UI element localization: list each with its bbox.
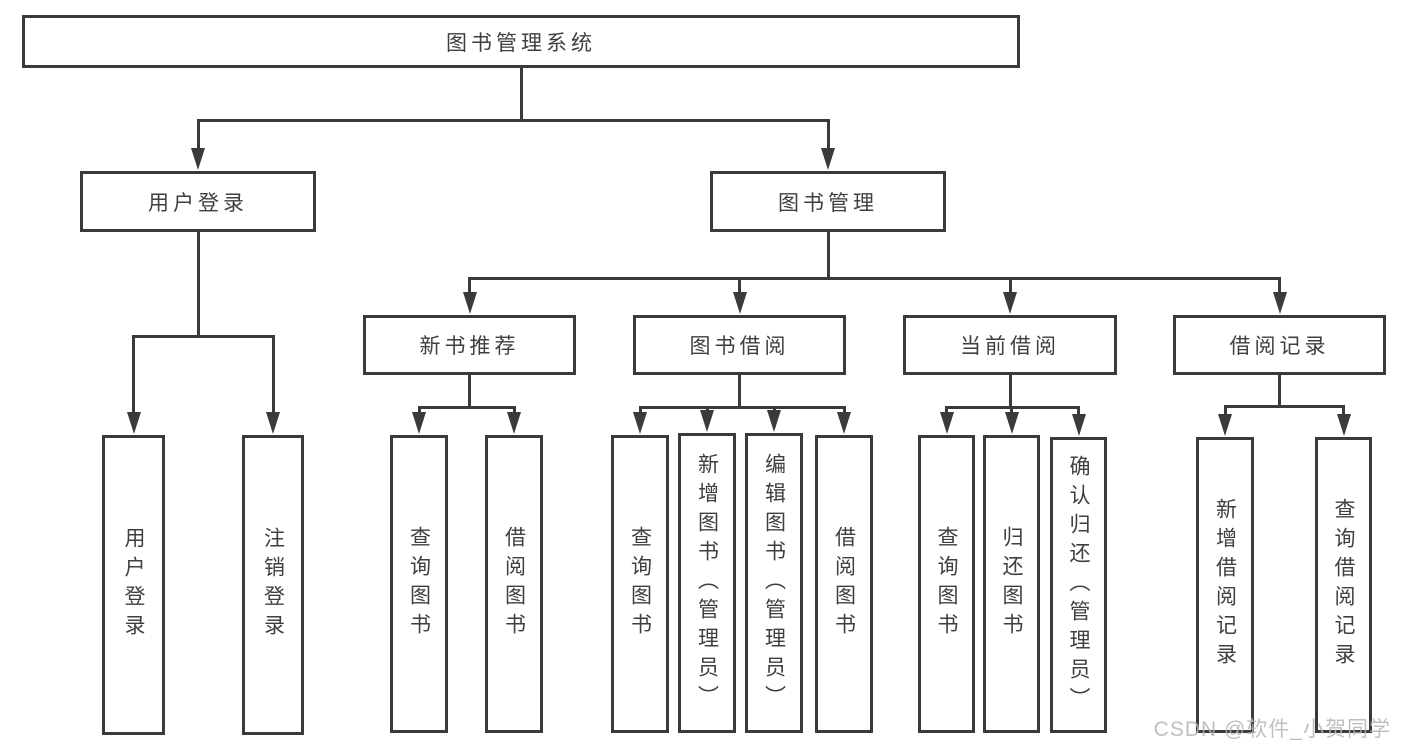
connector-stem-book-borrowing	[738, 375, 741, 409]
node-current-borrowing: 当前借阅	[903, 315, 1117, 375]
node-query-books-1: 查询图书	[390, 435, 448, 733]
node-add-books-admin: 新增图书（管理员）	[678, 433, 736, 733]
node-return-books: 归还图书	[983, 435, 1040, 733]
connector-rail-root	[196, 118, 830, 122]
connector-rail-book-borrowing	[638, 405, 846, 409]
connector-drop-user-login	[196, 120, 200, 153]
arrow-down-icon	[1218, 414, 1232, 436]
connector-drop-borrowing-records	[1278, 278, 1281, 297]
connector-rail-new-book-recommend	[417, 405, 516, 409]
node-book-borrowing: 图书借阅	[633, 315, 846, 375]
connector-stem-current-borrowing	[1008, 375, 1012, 409]
arrow-down-icon	[767, 410, 781, 432]
node-user-login: 用户登录	[80, 171, 316, 232]
connector-drop-logout	[271, 336, 275, 417]
node-query-books-2: 查询图书	[611, 435, 669, 733]
arrow-down-icon	[700, 410, 714, 432]
connector-drop-add-borrow-record	[1223, 406, 1227, 419]
arrow-down-icon	[1071, 414, 1086, 436]
connector-drop-book-management	[826, 120, 830, 153]
node-book-management: 图书管理	[710, 171, 946, 232]
connector-rail-user-login	[132, 334, 275, 338]
node-confirm-return-admin: 确认归还（管理员）	[1050, 437, 1107, 733]
arrow-down-icon	[821, 148, 835, 170]
node-new-book-recommend: 新书推荐	[363, 315, 576, 375]
connector-drop-login-user	[132, 336, 135, 417]
connector-stem-borrowing-records	[1278, 375, 1281, 408]
arrow-down-icon	[126, 412, 141, 434]
connector-stem-book-management	[826, 232, 830, 280]
connector-stem-new-book-recommend	[468, 375, 471, 409]
node-logout: 注销登录	[242, 435, 304, 735]
node-borrowing-records: 借阅记录	[1173, 315, 1386, 375]
node-add-borrow-record: 新增借阅记录	[1196, 437, 1254, 733]
connector-drop-query-borrow-record	[1342, 406, 1345, 419]
csdn-watermark: CSDN @软件_小贺同学	[1153, 718, 1391, 741]
connector-drop-new-book-recommend	[468, 278, 471, 297]
arrow-down-icon	[1003, 292, 1017, 314]
arrow-down-icon	[191, 148, 205, 170]
arrow-down-icon	[266, 412, 280, 434]
node-query-books-3: 查询图书	[918, 435, 975, 733]
connector-drop-confirm-return-admin	[1077, 407, 1080, 419]
arrow-down-icon	[412, 412, 426, 434]
node-root: 图书管理系统	[22, 15, 1020, 68]
arrow-down-icon	[939, 412, 954, 434]
node-query-borrow-record: 查询借阅记录	[1315, 437, 1372, 733]
arrow-down-icon	[462, 292, 477, 314]
connector-drop-book-borrowing	[738, 278, 741, 297]
connector-stem-root	[519, 68, 523, 122]
connector-stem-user-login	[196, 232, 200, 338]
node-edit-books-admin: 编辑图书（管理员）	[745, 433, 803, 733]
node-login-user: 用户登录	[102, 435, 165, 735]
arrow-down-icon	[507, 412, 521, 434]
node-borrow-books-2: 借阅图书	[815, 435, 873, 733]
connector-drop-current-borrowing	[1008, 278, 1012, 297]
arrow-down-icon	[837, 412, 851, 434]
node-borrow-books-1: 借阅图书	[485, 435, 543, 733]
connector-rail-book-management	[468, 276, 1281, 280]
arrow-down-icon	[633, 412, 647, 434]
arrow-down-icon	[732, 292, 747, 314]
arrow-down-icon	[1004, 412, 1019, 434]
connector-rail-borrowing-records	[1223, 404, 1345, 408]
arrow-down-icon	[1272, 292, 1287, 314]
arrow-down-icon	[1336, 414, 1351, 436]
